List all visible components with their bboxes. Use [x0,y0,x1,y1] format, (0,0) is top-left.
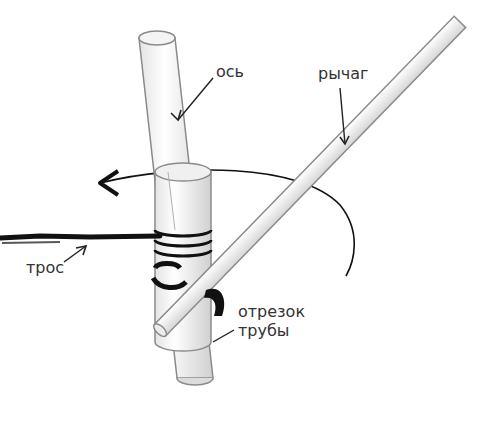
weld [204,289,224,316]
rope [0,230,211,288]
part-label: рычаг [318,64,398,83]
leader-line [213,330,234,342]
leader-lines [64,78,349,342]
leader-line [340,88,345,144]
part-label: отрезок трубы [238,302,334,340]
leader-line [64,246,86,262]
leader-arrowhead [76,246,86,255]
leader-arrowhead [171,110,181,120]
part-label: ось [216,62,276,81]
part-label: трос [26,258,86,277]
lever [152,16,466,338]
rotation-arrowhead [100,171,118,195]
axis [139,31,213,385]
leader-arrowhead [340,136,349,144]
leader-line [178,78,213,120]
